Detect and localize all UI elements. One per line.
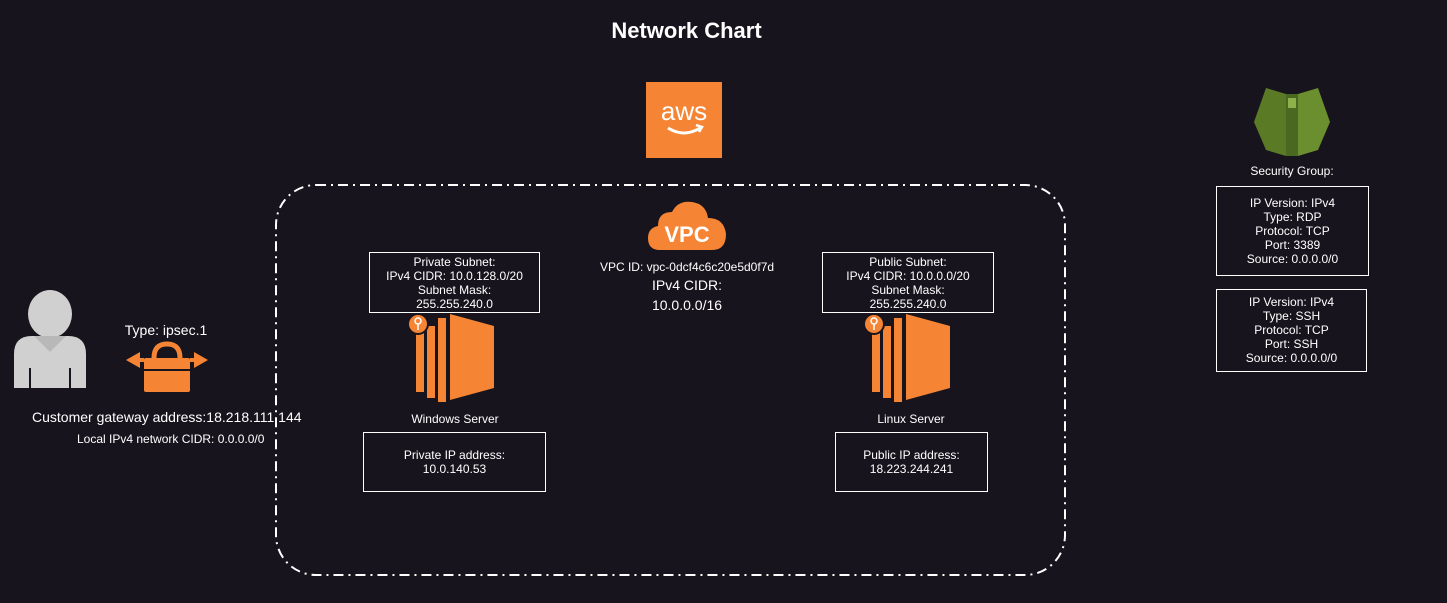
private-subnet-box: Private Subnet: IPv4 CIDR: 10.0.128.0/20…	[369, 252, 540, 313]
windows-server-label: Windows Server	[411, 412, 499, 426]
customer-gateway-address: Customer gateway address:18.218.111.144	[32, 409, 302, 425]
security-rule-line: Type: RDP	[1263, 210, 1322, 224]
security-rule-line: Type: SSH	[1262, 309, 1321, 323]
public-subnet-box: Public Subnet: IPv4 CIDR: 10.0.0.0/20 Su…	[822, 252, 994, 313]
public-ip-label: Public IP address:	[863, 448, 960, 462]
public-ip-value: 18.223.244.241	[869, 462, 954, 476]
private-ip-value: 10.0.140.53	[422, 462, 487, 476]
aws-logo-text: aws	[660, 96, 708, 126]
private-subnet-line: IPv4 CIDR: 10.0.128.0/20	[386, 269, 523, 283]
vpn-type: Type: ipsec.1	[124, 322, 208, 338]
security-rule-line: Protocol: TCP	[1254, 323, 1329, 337]
vpc-cidr-value: 10.0.0.0/16	[651, 297, 723, 313]
vpc-label: VPC	[664, 222, 710, 247]
vpc-cidr-label: IPv4 CIDR:	[651, 277, 722, 293]
private-subnet-line: Subnet Mask:	[417, 283, 492, 297]
security-rule-line: Protocol: TCP	[1255, 224, 1330, 238]
ec2-instance-icon	[863, 313, 950, 402]
security-rule-box: IP Version: IPv4 Type: SSH Protocol: TCP…	[1216, 289, 1367, 372]
private-ip-box: Private IP address: 10.0.140.53	[363, 432, 546, 492]
vpc-boundary	[275, 184, 1066, 576]
security-group-shield-icon	[1254, 88, 1330, 156]
vpc-cloud-icon	[648, 201, 726, 250]
private-subnet-line: 255.255.240.0	[416, 297, 493, 311]
aws-logo-icon: aws	[646, 82, 722, 158]
public-subnet-line: Subnet Mask:	[871, 283, 945, 297]
security-rule-line: Port: SSH	[1264, 337, 1319, 351]
security-rule-line: IP Version: IPv4	[1249, 196, 1336, 210]
vpn-gateway-icon	[126, 341, 208, 392]
page-title: Network Chart	[611, 18, 762, 43]
user-icon	[14, 290, 86, 388]
security-rule-line: Port: 3389	[1264, 238, 1321, 252]
public-ip-box: Public IP address: 18.223.244.241	[835, 432, 988, 492]
public-subnet-line: 255.255.240.0	[869, 297, 947, 311]
security-rule-line: Source: 0.0.0.0/0	[1246, 252, 1339, 266]
security-rule-box: IP Version: IPv4 Type: RDP Protocol: TCP…	[1216, 186, 1369, 276]
public-subnet-line: Public Subnet:	[869, 255, 947, 269]
security-rule-line: Source: 0.0.0.0/0	[1245, 351, 1338, 365]
private-ip-label: Private IP address:	[403, 448, 506, 462]
security-rule-line: IP Version: IPv4	[1248, 295, 1335, 309]
linux-server-label: Linux Server	[877, 412, 945, 426]
public-subnet-line: IPv4 CIDR: 10.0.0.0/20	[846, 269, 970, 283]
vpc-id: VPC ID: vpc-0dcf4c6c20e5d0f7d	[599, 260, 775, 274]
private-subnet-line: Private Subnet:	[413, 255, 496, 269]
local-ipv4-cidr: Local IPv4 network CIDR: 0.0.0.0/0	[77, 432, 265, 446]
security-group-label: Security Group:	[1250, 164, 1334, 178]
ec2-instance-icon	[407, 313, 494, 402]
